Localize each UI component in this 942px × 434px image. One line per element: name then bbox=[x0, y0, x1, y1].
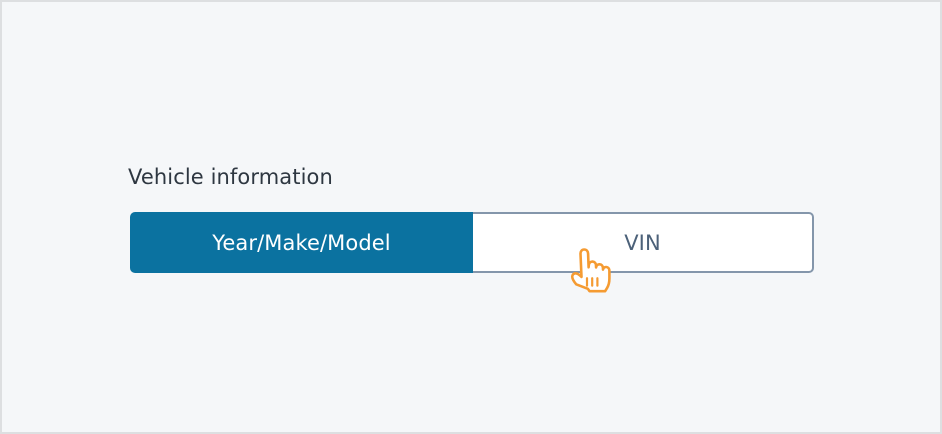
toggle-option-vin[interactable]: VIN bbox=[473, 212, 814, 273]
toggle-option-year-make-model[interactable]: Year/Make/Model bbox=[130, 212, 473, 273]
vehicle-information-label: Vehicle information bbox=[128, 165, 333, 189]
vehicle-information-section: Vehicle information bbox=[128, 164, 828, 190]
vehicle-information-toggle-group[interactable]: Year/Make/Model VIN bbox=[130, 212, 814, 273]
